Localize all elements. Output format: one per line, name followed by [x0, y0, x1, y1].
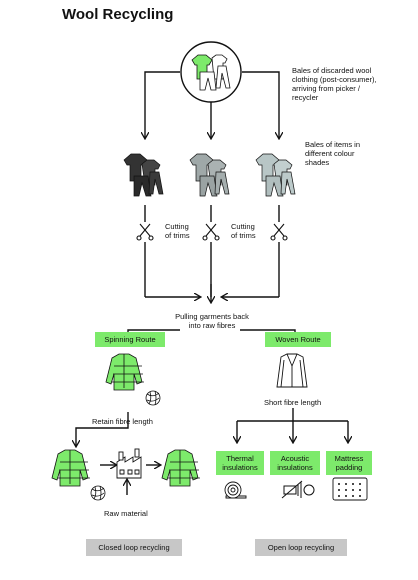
acoustic-icon [281, 480, 315, 499]
open-loop-arrows [237, 408, 348, 442]
page-title: Wool Recycling [62, 6, 174, 23]
insulation-roll-icon [224, 481, 247, 499]
scissors-icon [270, 223, 288, 241]
discarded-bales-label: Bales of discarded wool clothing (post-c… [292, 66, 377, 102]
top-arrows [145, 71, 279, 138]
cutting-trims-label: Cutting of trims [231, 222, 256, 240]
closed-loop-arrows [76, 412, 160, 495]
mattress-icon [332, 477, 368, 501]
discarded-clothing-icon [180, 41, 242, 103]
yarn-ball-icon [145, 390, 161, 406]
merge-arrows [145, 284, 279, 302]
woven-jacket-icon [276, 353, 308, 388]
open-loop-badge: Open loop recycling [255, 539, 347, 556]
puffer-jacket-icon [161, 449, 200, 487]
thermal-insulations-badge: Thermal insulations [216, 451, 264, 475]
short-fibre-label: Short fibre length [264, 398, 322, 407]
gray-garments-icon [189, 153, 230, 197]
woven-route-badge: Woven Route [265, 332, 331, 347]
yarn-ball-icon [90, 485, 106, 501]
scissors-icon [136, 223, 154, 241]
cutting-trims-label: Cutting of trims [165, 222, 190, 240]
raw-material-label: Raw material [104, 509, 148, 518]
closed-loop-badge: Closed loop recycling [86, 539, 182, 556]
spinning-route-badge: Spinning Route [95, 332, 165, 347]
pulling-garments-label: Pulling garments back into raw fibres [175, 312, 249, 330]
dark-garments-icon [123, 153, 164, 197]
retain-fibre-label: Retain fibre length [92, 417, 153, 426]
scissors-icon [202, 223, 220, 241]
factory-icon [116, 448, 142, 479]
acoustic-insulations-badge: Acoustic insulations [270, 451, 320, 475]
light-garments-icon [255, 153, 296, 197]
colour-bales-label: Bales of items in different colour shade… [305, 140, 361, 167]
mattress-padding-badge: Mattress padding [326, 451, 372, 475]
puffer-jacket-icon [51, 449, 90, 487]
puffer-jacket-icon [105, 353, 144, 391]
